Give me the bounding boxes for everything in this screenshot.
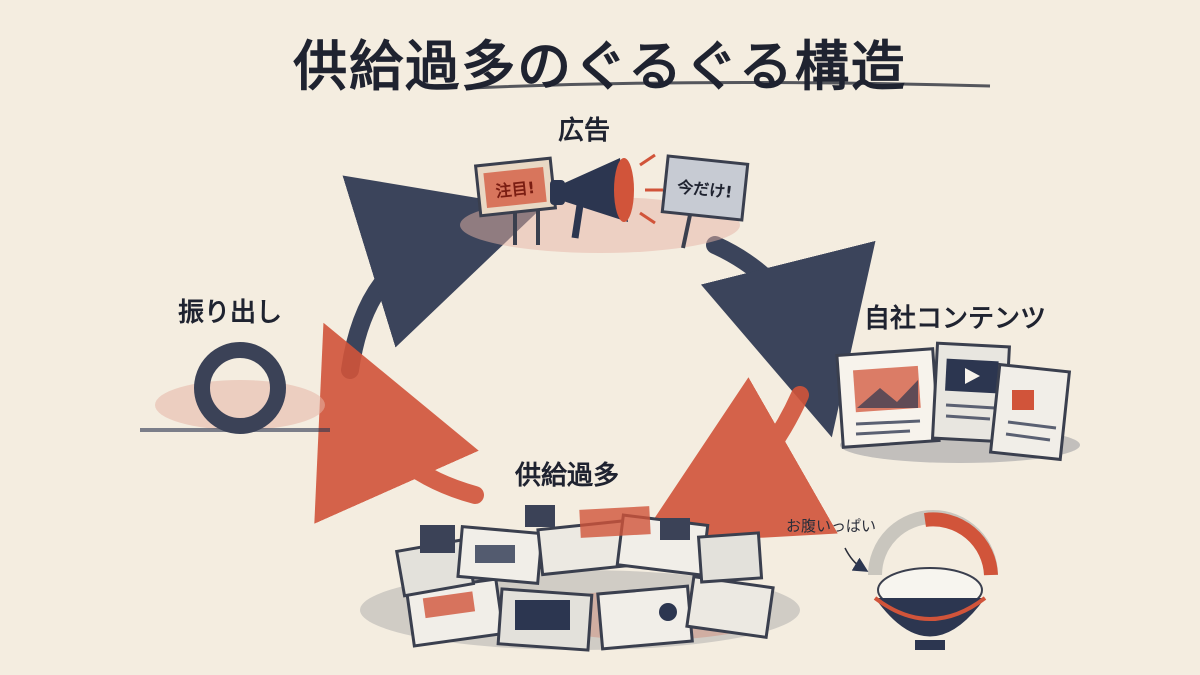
reset-label: 振り出し bbox=[178, 298, 283, 328]
page-title: 供給過多のぐるぐる構造 bbox=[293, 34, 907, 98]
arrow-ad-to-content bbox=[700, 236, 876, 438]
sign-icon: 今だけ! bbox=[660, 154, 750, 249]
arrow-oversupply-to-reset bbox=[314, 322, 484, 524]
document-icon bbox=[835, 341, 1080, 463]
svg-text:注目!: 注目! bbox=[495, 178, 536, 201]
gauge-icon bbox=[868, 510, 998, 576]
sign-icon: 注目! bbox=[473, 156, 558, 245]
arrow-reset-to-ad bbox=[341, 175, 542, 379]
ad-label: 広告 bbox=[558, 116, 611, 146]
ad-illustration: 注目! 今だけ! bbox=[460, 153, 750, 253]
oversupply-label: 供給過多 bbox=[515, 461, 620, 491]
ring-icon bbox=[140, 342, 330, 434]
megaphone-icon bbox=[550, 153, 663, 239]
full-stomach-note: お腹いっぱい bbox=[786, 517, 877, 535]
document-pile bbox=[360, 505, 800, 652]
owned-content-label: 自社コンテンツ bbox=[864, 304, 1047, 334]
rice-bowl-icon bbox=[873, 567, 987, 650]
arrow-content-to-oversupply bbox=[636, 377, 838, 545]
note-pointer bbox=[844, 547, 869, 572]
